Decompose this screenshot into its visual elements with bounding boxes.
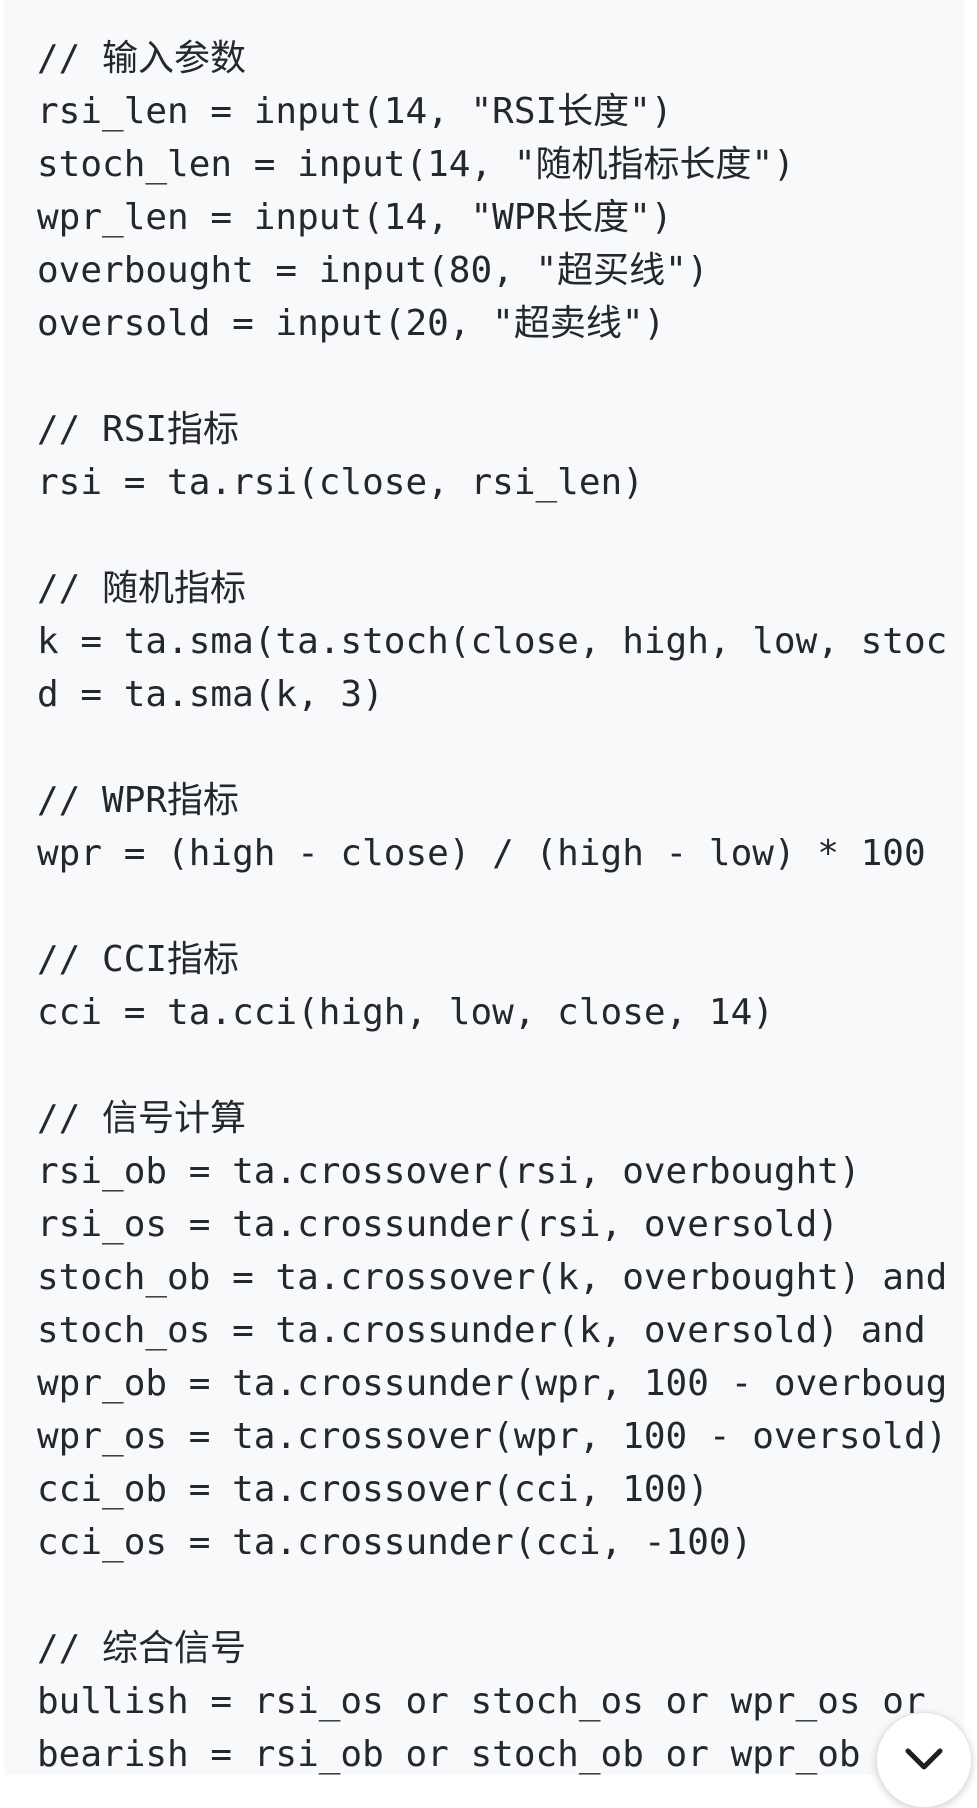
code-comment-line: // RSI指标 (37, 409, 240, 450)
code-comment-line: // 输入参数 (37, 38, 247, 79)
code-comment-line: // WPR指标 (37, 780, 240, 821)
code-line: rsi_ob = ta.crossover(rsi, overbought) (37, 1151, 861, 1192)
blank-line (37, 880, 964, 933)
code-line: overbought = input(80, "超买线") (37, 250, 709, 291)
code-line: wpr_len = input(14, "WPR长度") (37, 197, 673, 238)
blank-line (37, 350, 964, 403)
code-line: stoch_len = input(14, "随机指标长度") (37, 144, 795, 185)
code-line: wpr_os = ta.crossover(wpr, 100 - oversol… (37, 1416, 948, 1457)
code-block: // 输入参数 rsi_len = input(14, "RSI长度") stoch… (4, 0, 964, 1775)
code-line: bearish = rsi_ob or stoch_ob or wpr_ob (37, 1734, 861, 1775)
blank-line (37, 1039, 964, 1092)
blank-line (37, 509, 964, 562)
code-line: bullish = rsi_os or stoch_os or wpr_os o… (37, 1681, 926, 1722)
code-line: wpr_ob = ta.crossunder(wpr, 100 - overbo… (37, 1363, 948, 1404)
code-content: // 输入参数 rsi_len = input(14, "RSI长度") stoch… (37, 32, 964, 1775)
scroll-down-button[interactable] (876, 1712, 972, 1808)
code-line: rsi_os = ta.crossunder(rsi, oversold) (37, 1204, 839, 1245)
code-comment-line: // 信号计算 (37, 1098, 247, 1139)
code-line: stoch_ob = ta.crossover(k, overbought) a… (37, 1257, 948, 1298)
code-line: rsi = ta.rsi(close, rsi_len) (37, 462, 644, 503)
code-comment-line: // 随机指标 (37, 568, 247, 609)
code-comment-line: // 综合信号 (37, 1628, 247, 1669)
blank-line (37, 721, 964, 774)
blank-line (37, 1569, 964, 1622)
code-line: oversold = input(20, "超卖线") (37, 303, 666, 344)
code-line: k = ta.sma(ta.stoch(close, high, low, st… (37, 621, 948, 662)
code-line: cci = ta.cci(high, low, close, 14) (37, 992, 774, 1033)
code-comment-line: // CCI指标 (37, 939, 240, 980)
code-line: wpr = (high - close) / (high - low) * 10… (37, 833, 926, 874)
code-line: cci_ob = ta.crossover(cci, 100) (37, 1469, 709, 1510)
chevron-down-icon (905, 1748, 943, 1770)
code-line: stoch_os = ta.crossunder(k, oversold) an… (37, 1310, 926, 1351)
code-line: cci_os = ta.crossunder(cci, -100) (37, 1522, 753, 1563)
code-line: rsi_len = input(14, "RSI长度") (37, 91, 673, 132)
code-line: d = ta.sma(k, 3) (37, 674, 384, 715)
